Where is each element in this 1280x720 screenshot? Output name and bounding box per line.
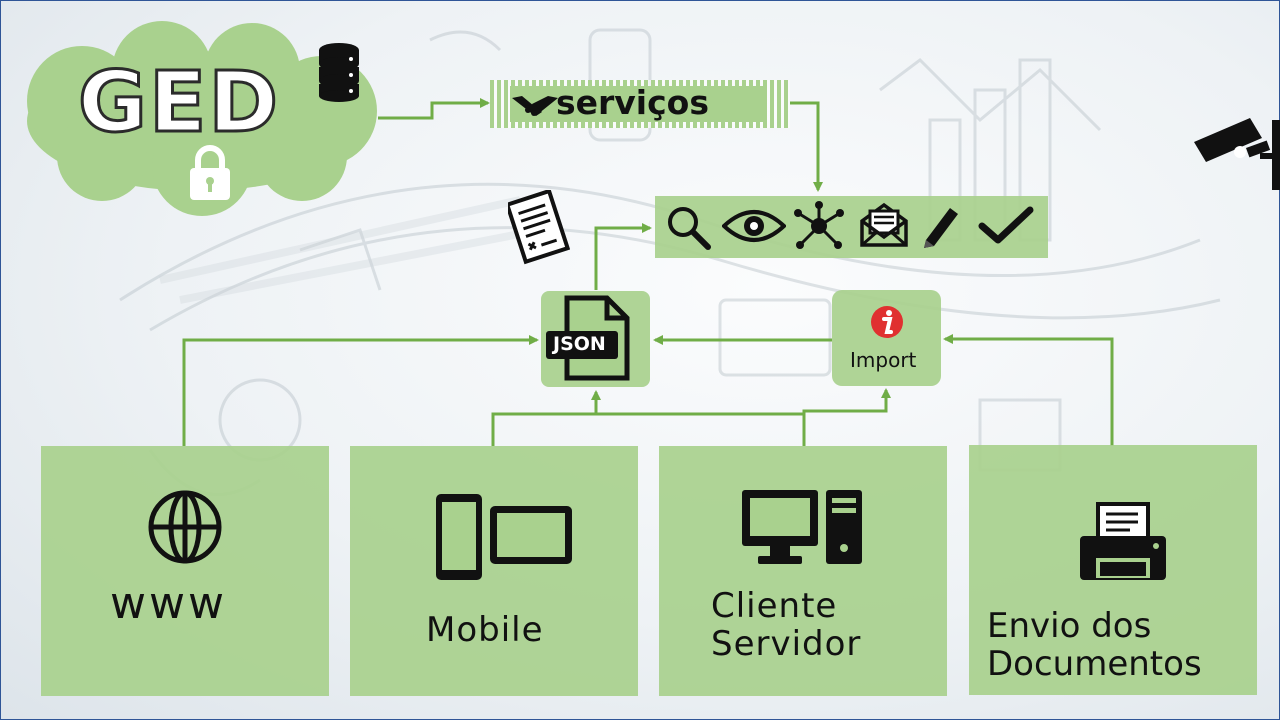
source-www bbox=[41, 446, 329, 696]
services-banner-fill bbox=[510, 86, 765, 122]
arrow-json-to-actions bbox=[594, 223, 652, 290]
arrow-cliente-to-import bbox=[802, 388, 891, 430]
search-icon[interactable] bbox=[664, 203, 712, 251]
json-badge bbox=[546, 331, 618, 359]
client-label-line2: Servidor bbox=[711, 624, 862, 664]
www-label: www bbox=[110, 578, 227, 629]
line-mobile-cliente-join bbox=[491, 412, 806, 446]
globe-icon bbox=[148, 490, 222, 564]
lock-icon bbox=[190, 145, 230, 200]
pencil-icon[interactable] bbox=[918, 202, 964, 248]
eye-icon[interactable] bbox=[722, 206, 786, 246]
envio-label-line1: Envio dos bbox=[987, 606, 1152, 646]
services-banner: serviços bbox=[490, 80, 790, 128]
client-label-line1: Cliente bbox=[711, 586, 838, 626]
handshake-icon bbox=[512, 96, 558, 116]
security-camera-icon bbox=[1194, 118, 1280, 190]
source-client-server bbox=[659, 446, 947, 696]
document-icon bbox=[508, 190, 570, 265]
desktop-computer-icon bbox=[742, 490, 862, 564]
mobile-label: Mobile bbox=[426, 610, 544, 650]
mail-icon[interactable] bbox=[858, 201, 910, 249]
source-mobile bbox=[350, 446, 638, 696]
services-label: serviços bbox=[556, 83, 709, 122]
envio-label-line2: Documentos bbox=[987, 644, 1202, 684]
import-label: Import bbox=[850, 348, 917, 372]
ged-title: GED bbox=[76, 53, 281, 151]
check-icon[interactable] bbox=[978, 206, 1034, 246]
ged-cloud: GED bbox=[12, 16, 382, 216]
info-icon bbox=[871, 306, 903, 338]
import-node bbox=[832, 290, 941, 386]
arrow-services-to-actions bbox=[790, 101, 823, 192]
database-icon bbox=[319, 43, 359, 102]
mobile-devices-icon bbox=[436, 494, 572, 580]
arrow-www-to-json bbox=[182, 335, 539, 446]
json-label: JSON bbox=[553, 333, 606, 355]
arrow-ged-to-services bbox=[378, 98, 490, 120]
network-icon[interactable] bbox=[792, 201, 846, 251]
arrow-envio-to-import bbox=[943, 334, 1114, 446]
printer-icon bbox=[1080, 502, 1166, 580]
